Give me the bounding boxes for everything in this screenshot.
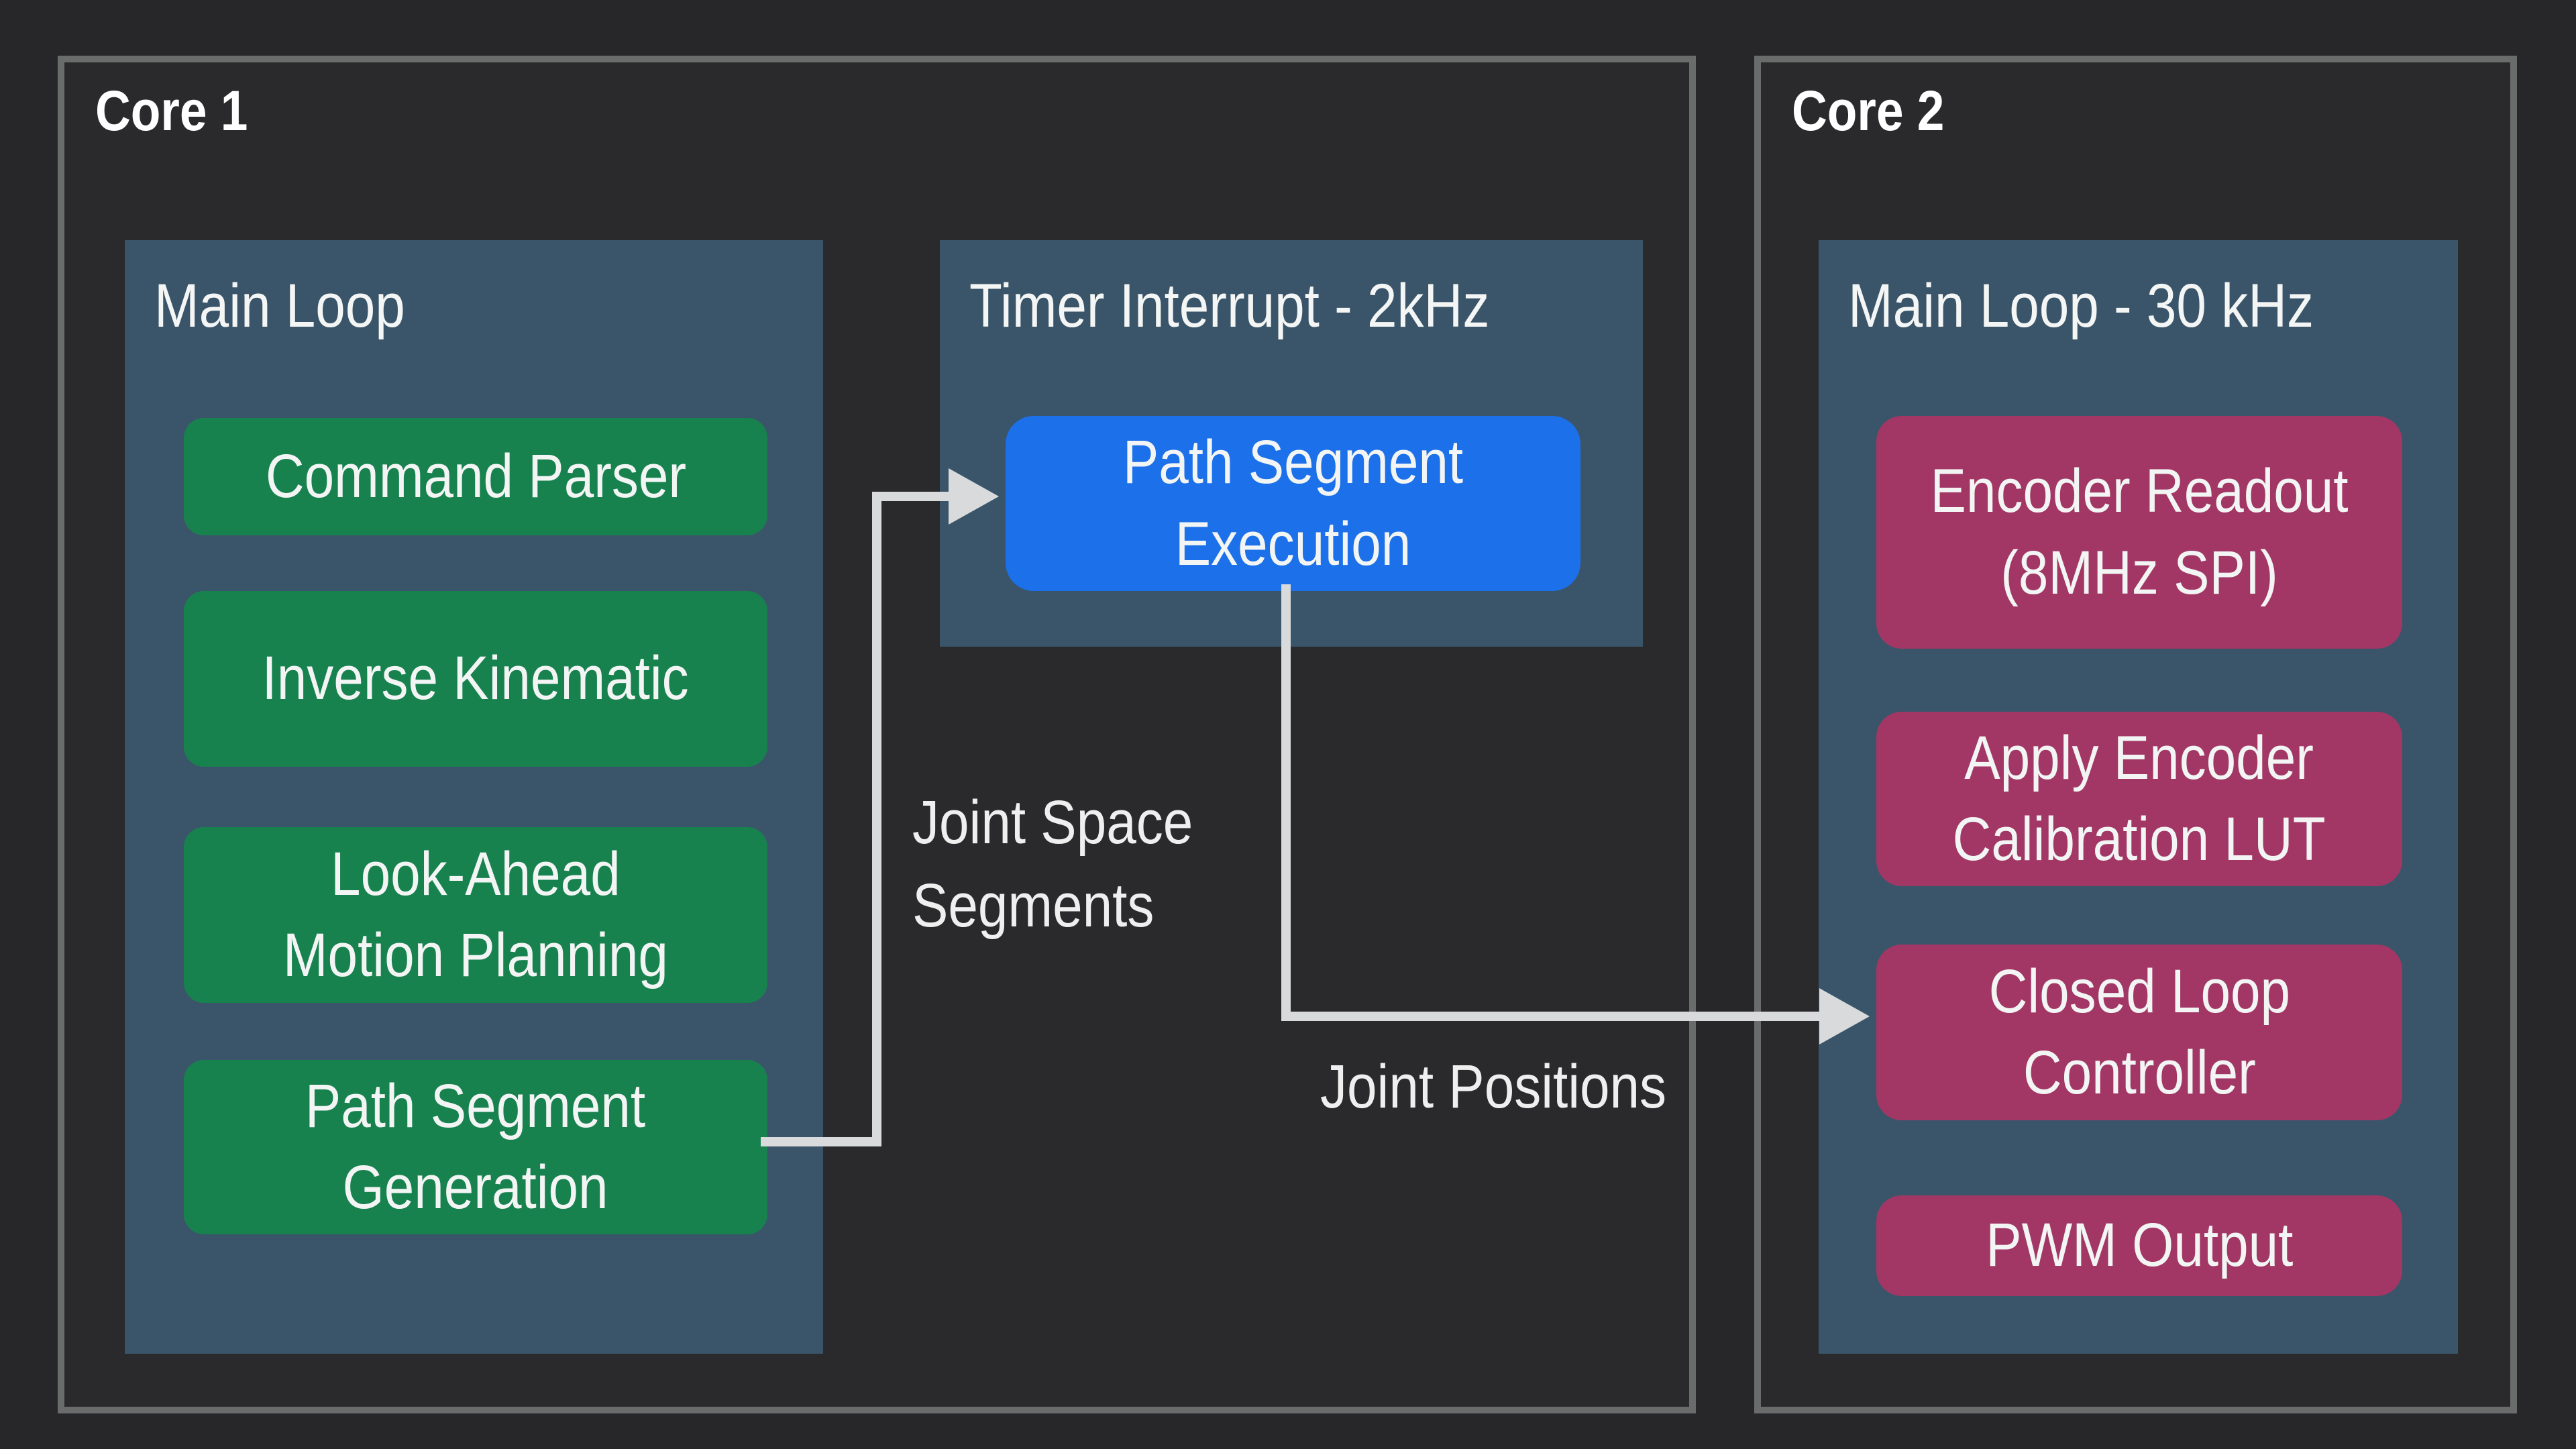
block-pwm-output-label: PWM Output — [1985, 1211, 2294, 1280]
block-encoder-readout-label: Encoder Readout (8MHz SPI) — [1930, 457, 2349, 607]
core2-main-loop-title: Main Loop - 30 kHz — [1848, 271, 2383, 341]
block-path-segment-execution-label: Path Segment Execution — [1122, 428, 1464, 578]
block-path-segment-generation: Path Segment Generation — [184, 1060, 767, 1234]
label-joint-positions-text: Joint Positions — [1320, 1053, 1667, 1121]
block-look-ahead-motion-planning-label: Look-Ahead Motion Planning — [282, 839, 669, 989]
core1-title-text: Core 1 — [95, 79, 248, 142]
block-look-ahead-motion-planning: Look-Ahead Motion Planning — [184, 827, 767, 1003]
label-joint-positions: Joint Positions — [1320, 1045, 1718, 1128]
timer-interrupt-title: Timer Interrupt - 2kHz — [969, 271, 1567, 341]
core2-title: Core 2 — [1792, 78, 1967, 144]
label-joint-space-segments-text: Joint Space Segments — [912, 788, 1193, 941]
core1-container: Core 1 Main Loop Command Parser Inverse … — [58, 56, 1696, 1413]
block-closed-loop-controller-label: Closed Loop Controller — [1988, 957, 2290, 1107]
block-pwm-output: PWM Output — [1876, 1195, 2402, 1296]
block-path-segment-generation-label: Path Segment Generation — [305, 1071, 646, 1222]
core1-title: Core 1 — [95, 78, 270, 144]
block-command-parser-label: Command Parser — [265, 441, 686, 511]
core2-title-text: Core 2 — [1792, 79, 1945, 142]
block-inverse-kinematic-label: Inverse Kinematic — [262, 644, 690, 713]
block-encoder-readout: Encoder Readout (8MHz SPI) — [1876, 416, 2402, 649]
core1-main-loop-title-text: Main Loop — [154, 272, 405, 340]
block-inverse-kinematic: Inverse Kinematic — [184, 591, 767, 767]
block-apply-encoder-calibration-lut: Apply Encoder Calibration LUT — [1876, 712, 2402, 886]
block-command-parser: Command Parser — [184, 418, 767, 535]
block-closed-loop-controller: Closed Loop Controller — [1876, 945, 2402, 1120]
core1-main-loop-title: Main Loop — [154, 271, 443, 341]
block-path-segment-execution: Path Segment Execution — [1006, 416, 1580, 591]
block-apply-encoder-calibration-lut-label: Apply Encoder Calibration LUT — [1952, 723, 2326, 873]
label-joint-space-segments: Joint Space Segments — [912, 781, 1235, 947]
timer-interrupt-title-text: Timer Interrupt - 2kHz — [969, 272, 1490, 340]
core1-timer-interrupt-panel: Timer Interrupt - 2kHz Path Segment Exec… — [940, 240, 1643, 647]
core2-main-loop-panel: Main Loop - 30 kHz Encoder Readout (8MHz… — [1819, 240, 2458, 1354]
core2-container: Core 2 Main Loop - 30 kHz Encoder Readou… — [1754, 56, 2517, 1413]
core1-main-loop-panel: Main Loop Command Parser Inverse Kinemat… — [125, 240, 823, 1354]
core2-main-loop-title-text: Main Loop - 30 kHz — [1848, 272, 2314, 340]
